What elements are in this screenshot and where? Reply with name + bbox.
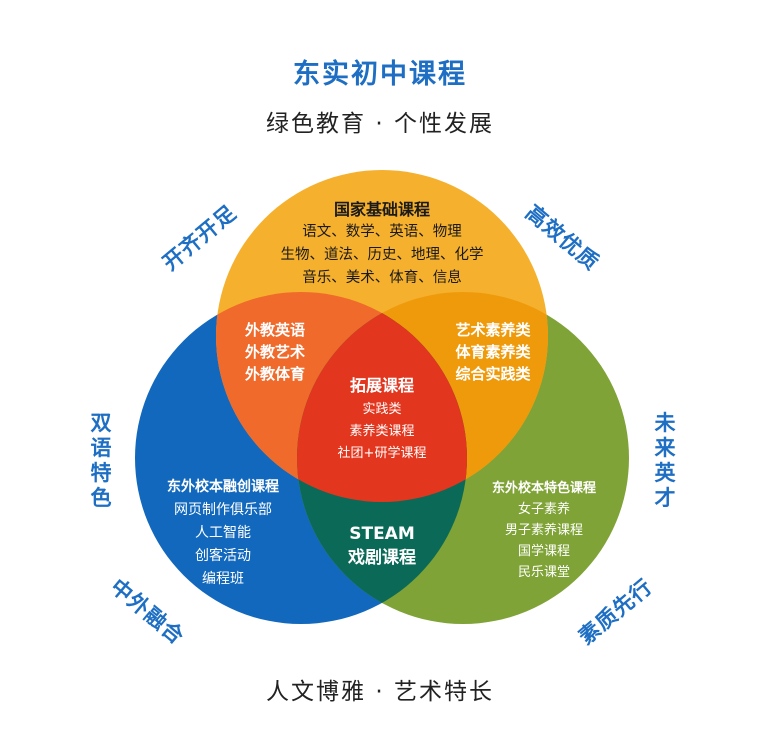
- circle-top-heading: 国家基础课程: [333, 200, 430, 219]
- overlap-bottom-text: STEAM 戏剧课程: [332, 522, 432, 570]
- label-right: 未来英才: [654, 411, 676, 510]
- circle-top-text: 国家基础课程 语文、数学、英语、物理 生物、道法、历史、地理、化学 音乐、美术、…: [262, 198, 502, 290]
- circle-right-line: 女子素养: [517, 502, 570, 517]
- overlap-top-left-line: 外教艺术: [244, 343, 305, 361]
- overlap-center: [297, 292, 467, 502]
- circle-left-line: 网页制作俱乐部: [174, 502, 272, 518]
- overlap-top-left-line: 外教体育: [244, 365, 305, 383]
- circle-left-line: 编程班: [202, 571, 244, 587]
- overlap-top-right-line: 综合实践类: [455, 365, 531, 383]
- circle-right-line: 国学课程: [517, 544, 570, 559]
- overlap-center-line: 素养类课程: [349, 424, 415, 439]
- label-left: 双语特色: [90, 411, 112, 510]
- overlap-center-line: 实践类: [362, 402, 402, 417]
- circle-top-line: 音乐、美术、体育、信息: [302, 270, 462, 286]
- circle-top-line: 生物、道法、历史、地理、化学: [280, 247, 484, 263]
- overlap-top-right-line: 艺术素养类: [455, 321, 531, 339]
- overlap-top-left-text: 外教英语 外教艺术 外教体育: [225, 319, 325, 385]
- circle-right-line: 民乐课堂: [517, 565, 570, 580]
- circle-right-text: 东外校本特色课程 女子素养 男子素养课程 国学课程 民乐课堂: [469, 478, 619, 583]
- page-subtitle: 绿色教育 · 个性发展: [266, 111, 494, 137]
- overlap-bottom-line: STEAM: [349, 524, 415, 544]
- overlap-center-text: 拓展课程 实践类 素养类课程 社团+研学课程: [322, 375, 442, 465]
- footer-caption: 人文博雅 · 艺术特长: [266, 679, 494, 705]
- overlap-top-right-line: 体育素养类: [455, 343, 531, 361]
- circle-right-heading: 东外校本特色课程: [491, 481, 596, 496]
- circle-left-heading: 东外校本融创课程: [167, 479, 279, 495]
- circle-left-line: 人工智能: [195, 525, 251, 541]
- page-title: 东实初中课程: [293, 59, 467, 90]
- overlap-center-line: 社团+研学课程: [337, 446, 427, 461]
- overlap-center-heading: 拓展课程: [349, 376, 414, 395]
- overlap-top-left-line: 外教英语: [244, 321, 305, 339]
- circle-right-line: 男子素养课程: [504, 523, 583, 538]
- overlap-bottom-line: 戏剧课程: [348, 548, 416, 568]
- circle-left-text: 东外校本融创课程 网页制作俱乐部 人工智能 创客活动 编程班: [153, 476, 293, 591]
- overlap-top-right-text: 艺术素养类 体育素养类 综合实践类: [437, 319, 549, 385]
- circle-left-line: 创客活动: [195, 548, 251, 564]
- circle-top-line: 语文、数学、英语、物理: [302, 224, 462, 240]
